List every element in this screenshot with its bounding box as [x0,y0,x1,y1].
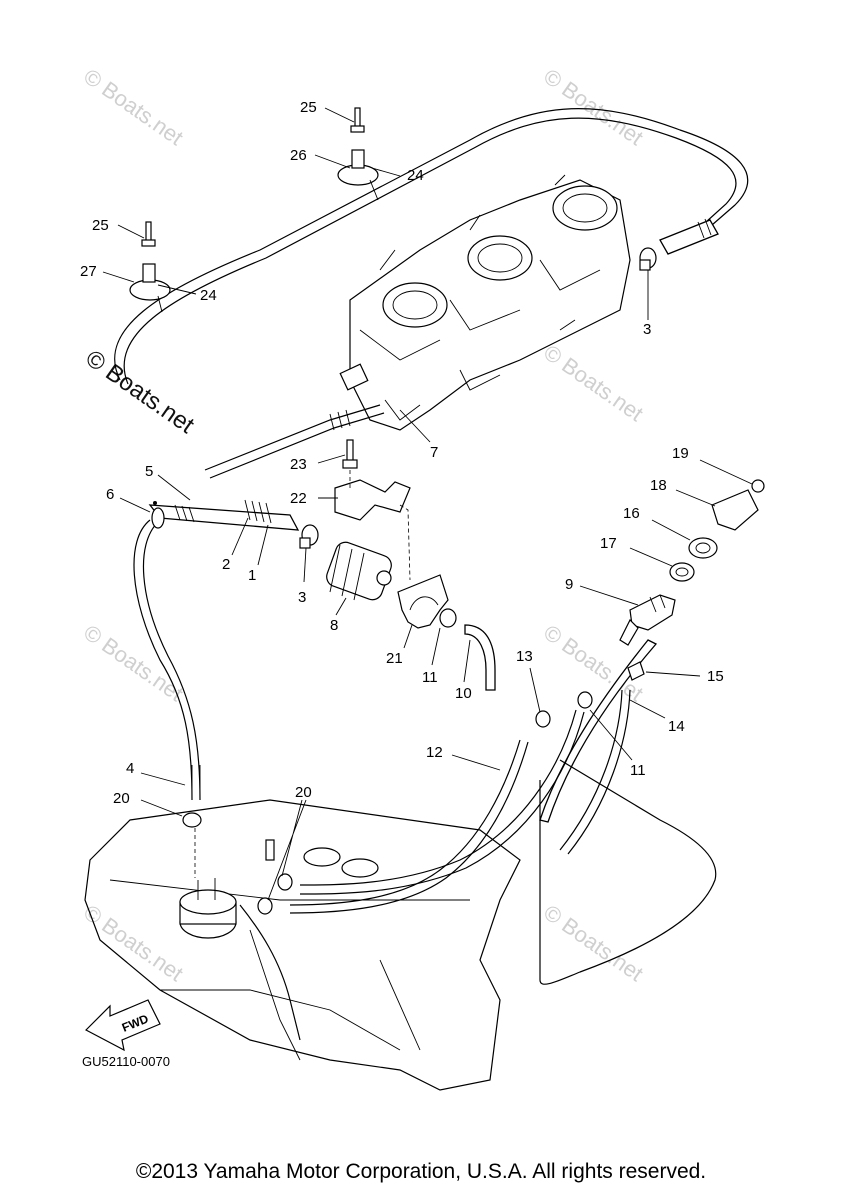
hoses-12-14 [289,639,717,985]
clamp-3-left [299,524,319,549]
callout-5: 5 [145,463,153,480]
callout-3: 3 [298,589,306,606]
screw-25-lower [141,221,156,247]
washer-17 [669,562,695,582]
callout-20: 20 [113,790,130,807]
callout-16: 16 [623,505,640,522]
watermark-prominent: © Boats.net [81,345,200,439]
clamp-11b [577,691,593,709]
callout-13: 13 [516,648,533,665]
band-clamp-27 [129,263,171,313]
callout-1: 1 [248,567,256,584]
callout-9: 9 [565,576,573,593]
watermark: © Boats.net [539,900,648,987]
clamp-11 [439,608,457,628]
leader-lines [102,107,753,901]
callout-25: 25 [300,99,317,116]
callout-8: 8 [330,617,338,634]
callout-19: 19 [672,445,689,462]
fuel-tank [84,799,521,1091]
callout-23: 23 [290,456,307,473]
callout-17: 17 [600,535,617,552]
callout-2: 2 [222,556,230,573]
nut-16 [688,537,718,559]
check-valve-9 [619,594,676,646]
callout-6: 6 [106,486,114,503]
callout-3: 3 [643,321,651,338]
screw-19 [751,479,765,493]
callout-21: 21 [386,650,403,667]
screw-25-top [350,107,365,133]
diagram-code: GU52110-0070 [82,1054,170,1069]
band-clamp-26 [337,149,379,201]
fuel-filter-8 [326,541,392,601]
callout-27: 27 [80,263,97,280]
callout-18: 18 [650,477,667,494]
callout-12: 12 [426,744,443,761]
vent-hose-loop [114,108,749,381]
callout-7: 7 [430,444,438,461]
clamp-3-right [639,247,657,271]
callout-20: 20 [295,784,312,801]
callout-25: 25 [92,217,109,234]
holder-21 [397,574,449,629]
vent-hose-end [659,219,719,255]
callout-14: 14 [668,718,685,735]
copyright-footer: ©2013 Yamaha Motor Corporation, U.S.A. A… [135,1160,707,1183]
callout-26: 26 [290,147,307,164]
hose-4 [133,519,193,801]
bolt-23 [342,439,358,469]
callout-11: 11 [422,669,438,686]
clamp-6 [151,507,165,529]
watermark: © Boats.net [539,64,648,151]
bracket-22 [334,479,411,521]
clamp-20-left [182,812,202,828]
callout-24: 24 [200,287,217,304]
callout-4: 4 [126,760,134,777]
watermark: © Boats.net [79,64,188,151]
watermark: © Boats.net [79,900,188,987]
callout-15: 15 [707,668,724,685]
clamp-15 [627,661,645,681]
callout-10: 10 [455,685,472,702]
watermark: © Boats.net [539,340,648,427]
fwd-arrow-icon: FWD [84,999,161,1052]
callouts: 25 26 24 25 27 24 3 7 23 22 5 6 2 1 3 8 … [80,99,724,807]
throttle-body-assembly [339,174,631,431]
clamp-20-mid2 [257,897,273,915]
clamp-20-mid [277,873,293,891]
cap-18 [711,489,759,531]
callout-11: 11 [630,762,646,779]
hose-10 [464,624,496,691]
fuel-sender [179,878,301,1041]
clamp-13 [535,710,551,728]
callout-24: 24 [407,167,424,184]
callout-22: 22 [290,490,307,507]
